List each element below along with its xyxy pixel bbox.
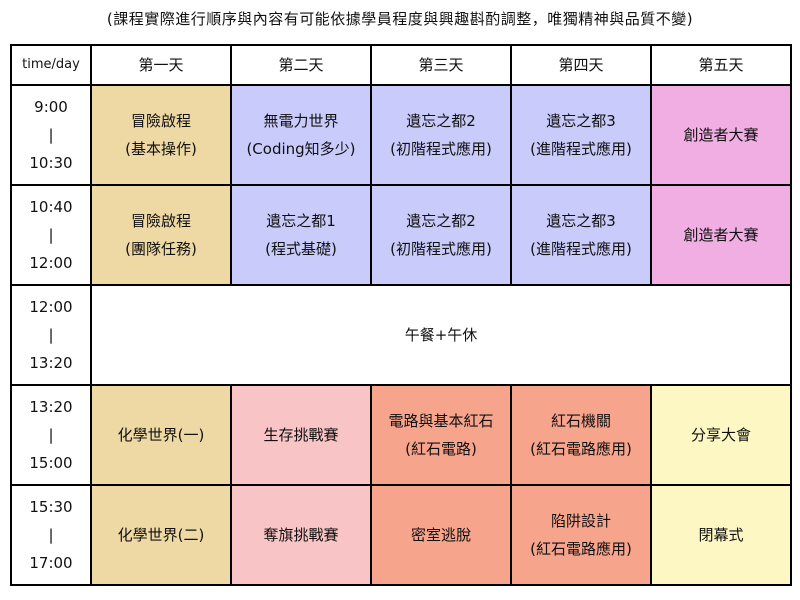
course-cell: 無電力世界 (Coding知多少) [230, 84, 372, 186]
course-title: 遺忘之都3 [546, 112, 616, 130]
course-subtitle: (紅石電路) [405, 440, 477, 458]
time-separator: | [48, 526, 54, 544]
time-separator: | [48, 126, 54, 144]
time-start: 10:40 [29, 198, 73, 216]
course-subtitle: (紅石電路應用) [530, 540, 632, 558]
time-end: 12:00 [29, 254, 73, 272]
course-title: 紅石機關 [550, 412, 611, 430]
course-cell: 化學世界(二) [90, 484, 232, 586]
course-cell: 密室逃脫 [370, 484, 512, 586]
time-start: 13:20 [29, 398, 73, 416]
course-title: 創造者大賽 [683, 226, 759, 244]
time-separator: | [48, 226, 54, 244]
course-cell: 陷阱設計 (紅石電路應用) [510, 484, 652, 586]
course-cell: 冒險啟程 (基本操作) [90, 84, 232, 186]
time-end: 10:30 [29, 154, 73, 172]
course-subtitle: (初階程式應用) [390, 140, 492, 158]
day-header: 第五天 [650, 44, 792, 86]
time-slot: 9:00 | 10:30 [10, 84, 92, 186]
course-cell: 奪旗挑戰賽 [230, 484, 372, 586]
course-title: 遺忘之都2 [406, 212, 476, 230]
course-subtitle: (進階程式應用) [530, 140, 632, 158]
course-cell: 遺忘之都1 (程式基礎) [230, 184, 372, 286]
schedule-note: (課程實際進行順序與內容有可能依據學員程度與興趣斟酌調整，唯獨精神與品質不變) [106, 10, 694, 28]
course-title: 電路與基本紅石 [388, 412, 494, 430]
course-title: 冒險啟程 [130, 112, 191, 130]
time-start: 9:00 [34, 98, 68, 116]
time-start: 12:00 [29, 298, 73, 316]
time-slot: 13:20 | 15:00 [10, 384, 92, 486]
course-cell: 遺忘之都2 (初階程式應用) [370, 184, 512, 286]
time-slot: 12:00 | 13:20 [10, 284, 92, 386]
course-subtitle: (進階程式應用) [530, 240, 632, 258]
course-cell: 創造者大賽 [650, 84, 792, 186]
course-title: 無電力世界 [263, 112, 339, 130]
course-title: 化學世界(一) [117, 426, 205, 444]
course-cell: 遺忘之都2 (初階程式應用) [370, 84, 512, 186]
time-start: 15:30 [29, 498, 73, 516]
course-cell: 化學世界(一) [90, 384, 232, 486]
course-cell: 生存挑戰賽 [230, 384, 372, 486]
day-header: 第三天 [370, 44, 512, 86]
table-row: 12:00 | 13:20 午餐+午休 [10, 284, 792, 386]
time-end: 17:00 [29, 554, 73, 572]
day-header: 第四天 [510, 44, 652, 86]
time-slot: 10:40 | 12:00 [10, 184, 92, 286]
day-header: 第一天 [90, 44, 232, 86]
course-subtitle: (初階程式應用) [390, 240, 492, 258]
table-row: 9:00 | 10:30 冒險啟程 (基本操作) 無電力世界 (Coding知多少)… [10, 84, 792, 186]
course-cell: 閉幕式 [650, 484, 792, 586]
course-title: 奪旗挑戰賽 [263, 526, 339, 544]
course-title: 冒險啟程 [130, 212, 191, 230]
course-title: 分享大會 [690, 426, 751, 444]
course-cell: 遺忘之都3 (進階程式應用) [510, 84, 652, 186]
course-subtitle: (紅石電路應用) [530, 440, 632, 458]
course-cell: 創造者大賽 [650, 184, 792, 286]
course-cell: 電路與基本紅石 (紅石電路) [370, 384, 512, 486]
course-subtitle: (團隊任務) [125, 240, 197, 258]
course-cell: 遺忘之都3 (進階程式應用) [510, 184, 652, 286]
table-row: 10:40 | 12:00 冒險啟程 (團隊任務) 遺忘之都1 (程式基礎) 遺忘之… [10, 184, 792, 286]
course-subtitle: (基本操作) [125, 140, 197, 158]
lunch-break-cell: 午餐+午休 [90, 284, 792, 386]
time-separator: | [48, 326, 54, 344]
time-slot: 15:30 | 17:00 [10, 484, 92, 586]
time-end: 13:20 [29, 354, 73, 372]
course-title: 化學世界(二) [117, 526, 205, 544]
time-end: 15:00 [29, 454, 73, 472]
course-title: 遺忘之都1 [266, 212, 336, 230]
table-row: 13:20 | 15:00 化學世界(一) 生存挑戰賽 電路與基本紅石 (紅石電路… [10, 384, 792, 486]
day-header: 第二天 [230, 44, 372, 86]
time-separator: | [48, 426, 54, 444]
course-title: 閉幕式 [698, 526, 744, 544]
table-row: 15:30 | 17:00 化學世界(二) 奪旗挑戰賽 密室逃脫 陷阱設計 (紅石… [10, 484, 792, 586]
course-title: 遺忘之都3 [546, 212, 616, 230]
time-day-header: time/day [10, 44, 92, 86]
course-cell: 紅石機關 (紅石電路應用) [510, 384, 652, 486]
course-cell: 分享大會 [650, 384, 792, 486]
course-title: 創造者大賽 [683, 126, 759, 144]
course-title: 遺忘之都2 [406, 112, 476, 130]
course-subtitle: (Coding知多少) [246, 140, 356, 158]
header-row: time/day 第一天 第二天 第三天 第四天 第五天 [10, 44, 792, 86]
course-title: 密室逃脫 [410, 526, 471, 544]
course-subtitle: (程式基礎) [265, 240, 337, 258]
course-cell: 冒險啟程 (團隊任務) [90, 184, 232, 286]
course-title: 陷阱設計 [550, 512, 611, 530]
schedule-table: time/day 第一天 第二天 第三天 第四天 第五天 9:00 | 10:3… [10, 44, 792, 586]
course-title: 生存挑戰賽 [263, 426, 339, 444]
